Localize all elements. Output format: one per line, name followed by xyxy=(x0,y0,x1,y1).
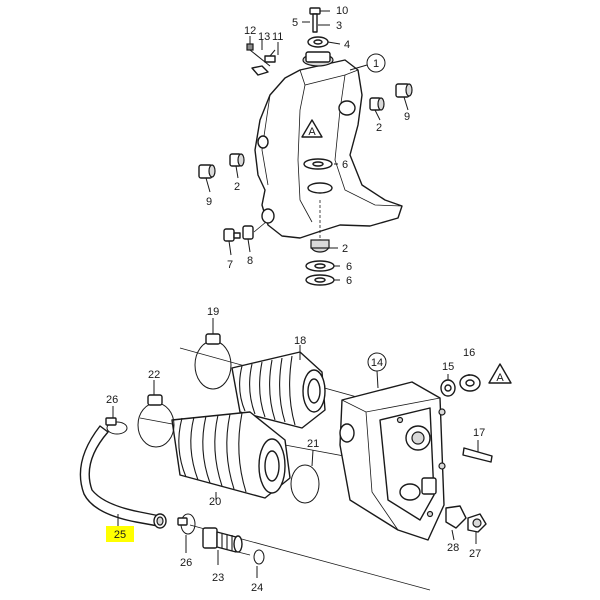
callout-2-left: 2 xyxy=(234,181,240,193)
clamp-22 xyxy=(137,380,175,448)
upper-gear-housing: A xyxy=(254,51,403,239)
callout-14: 14 xyxy=(371,357,383,369)
callout-2-right: 2 xyxy=(376,122,382,134)
callout-6-upper: 6 xyxy=(342,159,348,171)
callout-4: 4 xyxy=(344,39,350,51)
callout-26-lower: 26 xyxy=(180,557,192,569)
callout-labels: 1 10 5 3 4 12 13 11 2 9 6 2 9 2 6 6 7 8 … xyxy=(106,5,485,594)
callout-25: 25 xyxy=(114,529,126,541)
bellows-18 xyxy=(231,345,326,429)
left-bushing-plug xyxy=(198,153,245,193)
callout-3: 3 xyxy=(336,20,342,32)
callout-11: 11 xyxy=(272,31,283,43)
nut-and-seal xyxy=(445,505,487,544)
callout-13: 13 xyxy=(258,31,270,43)
callout-6-middle: 6 xyxy=(346,261,352,273)
callout-27: 27 xyxy=(469,548,481,560)
callout-22: 22 xyxy=(148,369,160,381)
callout-28: 28 xyxy=(447,542,459,554)
callout-21: 21 xyxy=(307,438,319,450)
callout-26-upper: 26 xyxy=(106,394,118,406)
fitting-23 xyxy=(202,527,243,565)
gear-housing-14 xyxy=(339,381,446,541)
right-bushing-plug xyxy=(369,83,413,121)
screw-and-clip xyxy=(246,36,279,76)
warning-label-a-lower: A xyxy=(496,372,504,384)
callout-5: 5 xyxy=(292,17,298,29)
lower-bolt-bushing xyxy=(223,221,267,256)
clamp-19 xyxy=(194,318,232,390)
callout-19: 19 xyxy=(207,306,219,318)
stud-17 xyxy=(462,440,493,463)
callout-16: 16 xyxy=(463,347,475,359)
clamp-26-upper xyxy=(105,406,128,435)
callout-10: 10 xyxy=(336,5,348,17)
callout-17: 17 xyxy=(473,427,485,439)
top-stack-parts xyxy=(302,7,341,48)
hose-25 xyxy=(79,425,167,529)
callout-6-lower: 6 xyxy=(346,275,352,287)
ring-21 xyxy=(290,449,320,504)
bellows-20 xyxy=(171,411,291,500)
callout-9-left: 9 xyxy=(206,196,212,208)
clamp-26-lower xyxy=(177,513,196,553)
callout-8: 8 xyxy=(247,255,253,267)
washer-15-warning: A xyxy=(440,363,512,397)
callout-25-highlight xyxy=(106,526,134,542)
callout-9-right: 9 xyxy=(404,111,410,123)
warning-label-a: A xyxy=(308,126,316,138)
callout-7: 7 xyxy=(227,259,233,271)
callout-12: 12 xyxy=(244,25,256,37)
callout-20: 20 xyxy=(209,496,221,508)
callout-15: 15 xyxy=(442,361,454,373)
callout-18: 18 xyxy=(294,335,306,347)
callout-24: 24 xyxy=(251,582,263,594)
washers-6 xyxy=(303,158,340,286)
callout-1: 1 xyxy=(373,58,379,70)
callout-23: 23 xyxy=(212,572,224,584)
callout-2-lower: 2 xyxy=(342,243,348,255)
o-ring-24 xyxy=(253,549,265,578)
